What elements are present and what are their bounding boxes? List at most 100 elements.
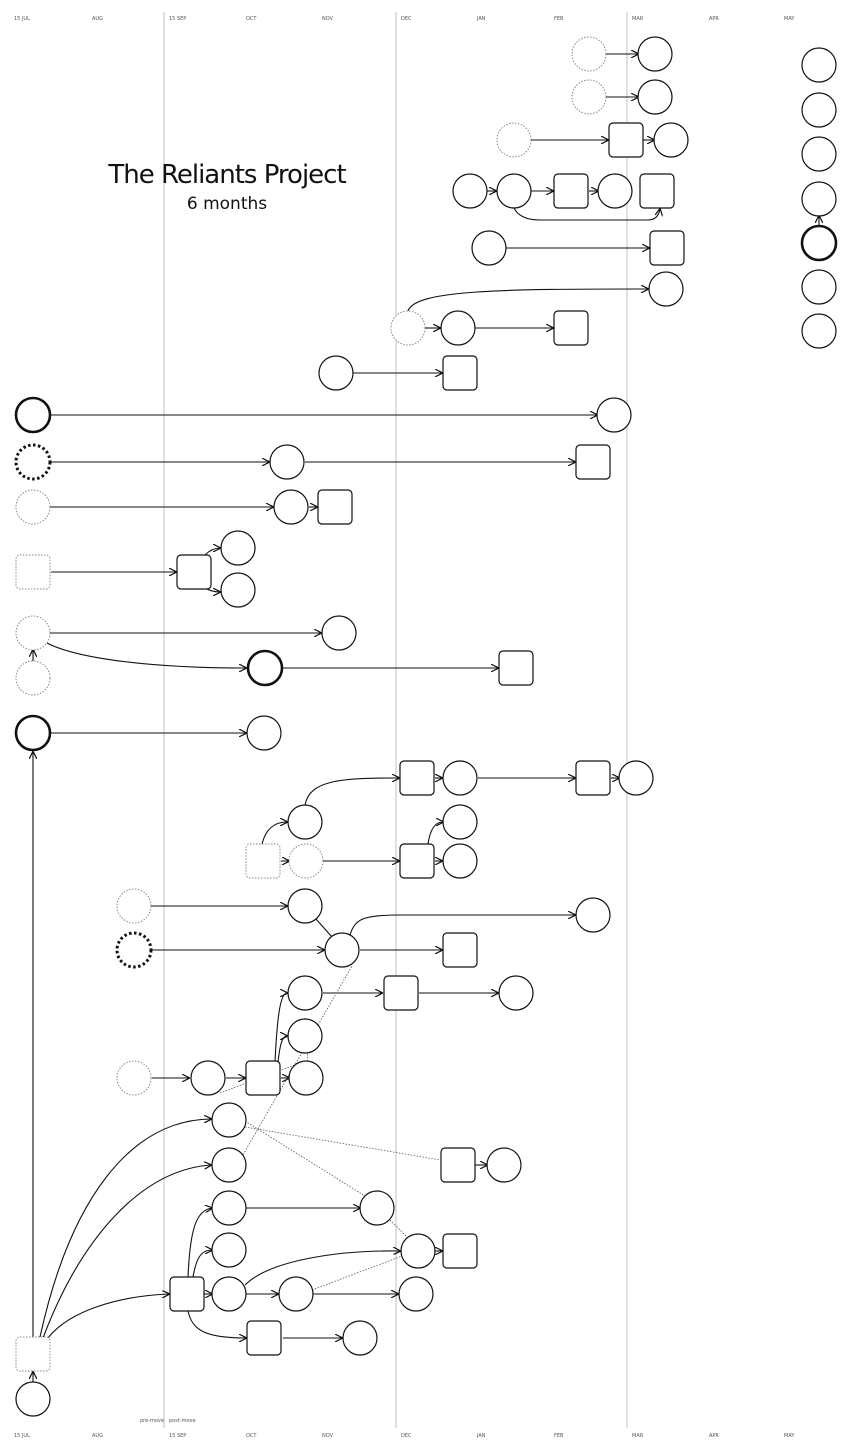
tick-label: 15 JUL [14, 16, 30, 22]
diagram-subtitle: 6 months [187, 194, 267, 214]
task-node [116, 1060, 152, 1096]
task-node [15, 660, 51, 696]
task-node [211, 1102, 247, 1138]
milestone-node [498, 650, 534, 686]
task-node [287, 888, 323, 924]
task-node [288, 843, 324, 879]
milestone-node [399, 843, 435, 879]
tick-label: 15 SEP [169, 16, 186, 22]
tick-label: DEC [401, 1433, 412, 1439]
tick-label: NOV [322, 16, 334, 22]
task-node [390, 310, 426, 346]
task-node [801, 269, 837, 305]
task-node [288, 1060, 324, 1096]
milestone-node [440, 1147, 476, 1183]
task-node [571, 79, 607, 115]
milestone-node [317, 489, 353, 525]
task-node [496, 173, 532, 209]
pending-task-node [115, 931, 153, 969]
milestone-node [553, 173, 589, 209]
task-node [597, 173, 633, 209]
task-node [400, 1233, 436, 1269]
tick-label: FEB [554, 16, 564, 22]
task-node [269, 444, 305, 480]
milestone-node [176, 554, 212, 590]
task-node [211, 1147, 247, 1183]
task-node [637, 36, 673, 72]
task-node [575, 897, 611, 933]
milestone-node [639, 173, 675, 209]
start-node [15, 1381, 51, 1417]
task-node [287, 1018, 323, 1054]
task-node [801, 181, 837, 217]
task-node [596, 397, 632, 433]
tick-label: 15 JUL [14, 1433, 30, 1439]
milestone-node [442, 932, 478, 968]
tick-label: AUG [92, 1433, 103, 1439]
tick-label: JAN [476, 16, 486, 22]
task-node [211, 1190, 247, 1226]
key-task-node [14, 396, 52, 434]
task-node [211, 1276, 247, 1312]
task-node [246, 715, 282, 751]
milestone-node [169, 1276, 205, 1312]
milestone-node [575, 444, 611, 480]
milestone-node [245, 1060, 281, 1096]
task-node [496, 122, 532, 158]
pending-task-node [14, 443, 52, 481]
edges [33, 54, 819, 1382]
milestone-node [245, 843, 281, 879]
task-node [398, 1276, 434, 1312]
task-node [618, 760, 654, 796]
task-node [801, 47, 837, 83]
task-node [440, 310, 476, 346]
task-node [648, 271, 684, 307]
task-node [190, 1060, 226, 1096]
task-node [452, 173, 488, 209]
milestone-node [442, 1233, 478, 1269]
task-node [220, 530, 256, 566]
task-node [571, 36, 607, 72]
milestone-node [553, 310, 589, 346]
task-node [15, 615, 51, 651]
milestone-node [442, 355, 478, 391]
task-node [359, 1190, 395, 1226]
tick-label: MAY [784, 1433, 795, 1439]
post-move-label: post-move [169, 1418, 196, 1424]
task-node [342, 1320, 378, 1356]
milestone-node [399, 760, 435, 796]
task-node [318, 355, 354, 391]
task-node [287, 804, 323, 840]
pre-move-label: pre-move [140, 1418, 164, 1424]
task-node [116, 888, 152, 924]
diagram-title: The Reliants Project [107, 160, 346, 190]
task-node [653, 122, 689, 158]
nodes [14, 36, 838, 1417]
task-node [471, 230, 507, 266]
task-node [442, 843, 478, 879]
task-node [637, 79, 673, 115]
task-node [220, 572, 256, 608]
tick-label: JAN [476, 1433, 486, 1439]
task-node [211, 1232, 247, 1268]
task-node [498, 975, 534, 1011]
task-node [287, 975, 323, 1011]
tick-label: FEB [554, 1433, 564, 1439]
tick-label: MAY [784, 16, 795, 22]
timeline-top: 15 JUL AUG 15 SEP OCT NOV DEC JAN FEB MA… [14, 16, 795, 22]
task-node [15, 489, 51, 525]
tick-label: MAR [632, 16, 644, 22]
task-node [278, 1276, 314, 1312]
tick-label: DEC [401, 16, 412, 22]
tick-label: NOV [322, 1433, 334, 1439]
milestone-node [15, 554, 51, 590]
milestone-node [649, 230, 685, 266]
task-node [801, 92, 837, 128]
milestone-node [383, 975, 419, 1011]
task-node [801, 313, 837, 349]
task-node [324, 932, 360, 968]
task-node [442, 804, 478, 840]
key-task-node [14, 714, 52, 752]
task-node [321, 615, 357, 651]
